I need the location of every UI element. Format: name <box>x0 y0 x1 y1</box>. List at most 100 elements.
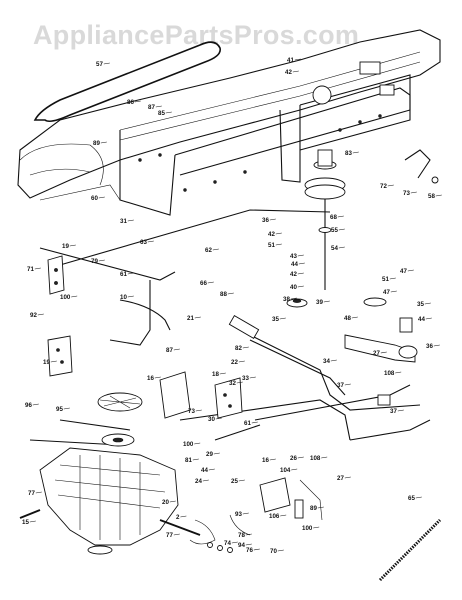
callout-label: 78 <box>238 532 245 539</box>
callout-label: 36 <box>262 217 269 224</box>
callout-leader <box>280 514 287 517</box>
callout-label: 57 <box>96 61 103 68</box>
callout-label: 58 <box>428 193 435 200</box>
callout-leader <box>173 348 180 351</box>
callout-label: 92 <box>30 312 37 319</box>
callout-label: 81 <box>185 457 192 464</box>
callout-label: 66 <box>200 280 207 287</box>
callout-label: 79 <box>91 258 98 265</box>
callout-label: 22 <box>231 359 238 366</box>
callout-label: 100 <box>302 525 313 532</box>
callout-label: 24 <box>195 478 202 485</box>
callout-label: 38 <box>283 296 290 303</box>
callout-leader <box>251 421 258 424</box>
spring <box>378 518 442 582</box>
callout-label: 70 <box>270 548 277 555</box>
callout-label: 44 <box>201 467 208 474</box>
callout-leader <box>127 295 134 298</box>
callout-label: 42 <box>285 69 292 76</box>
callout-label: 87 <box>166 347 173 354</box>
pulley-stack <box>286 149 346 308</box>
callout-leader <box>98 196 105 199</box>
callout-leader <box>32 403 39 406</box>
callout-label: 47 <box>400 268 407 275</box>
callout-label: 27 <box>337 475 344 482</box>
callout-leader <box>275 232 282 235</box>
callout-leader <box>245 543 252 546</box>
callout-label: 61 <box>244 420 251 427</box>
left-bracket <box>47 255 65 295</box>
side-plate <box>47 335 73 377</box>
drive-belt <box>33 41 221 122</box>
callout-label: 37 <box>337 382 344 389</box>
callout-label: 96 <box>25 402 32 409</box>
callout-leader <box>35 491 42 494</box>
callout-leader <box>344 383 351 386</box>
callout-label: 63 <box>140 239 147 246</box>
callout-leader <box>321 456 328 459</box>
callout-leader <box>395 371 402 374</box>
callout-label: 51 <box>268 242 275 249</box>
callout-label: 100 <box>183 441 194 448</box>
callout-label: 83 <box>345 150 352 157</box>
callout-label: 30 <box>208 416 215 423</box>
callout-label: 51 <box>382 276 389 283</box>
callout-leader <box>215 417 222 420</box>
callout-label: 15 <box>22 519 29 526</box>
callout-label: 40 <box>290 284 297 291</box>
callout-label: 19 <box>62 243 69 250</box>
callout-label: 77 <box>166 532 173 539</box>
callout-leader <box>269 458 276 461</box>
callout-leader <box>313 526 320 529</box>
callout-leader <box>291 468 298 471</box>
callout-leader <box>390 290 397 293</box>
callout-label: 34 <box>323 358 330 365</box>
callout-label: 60 <box>91 195 98 202</box>
callout-label: 19 <box>43 359 50 366</box>
right-arm <box>344 297 418 406</box>
callout-leader <box>290 297 297 300</box>
callout-label: 87 <box>148 104 155 111</box>
callout-leader <box>242 346 249 349</box>
callout-leader <box>337 215 344 218</box>
callout-leader <box>294 58 301 61</box>
callout-leader <box>195 409 202 412</box>
small-parts <box>207 477 323 553</box>
callout-label: 35 <box>417 301 424 308</box>
callout-label: 27 <box>373 350 380 357</box>
callout-label: 71 <box>27 266 34 273</box>
callout-leader <box>407 269 414 272</box>
callout-label: 82 <box>235 345 242 352</box>
callout-leader <box>424 302 431 305</box>
callout-leader <box>433 344 440 347</box>
callout-leader <box>389 277 396 280</box>
callout-label: 41 <box>287 57 294 64</box>
callout-label: 93 <box>235 511 242 518</box>
callout-label: 106 <box>269 513 280 520</box>
callout-label: 33 <box>242 375 249 382</box>
callout-leader <box>297 272 304 275</box>
callout-leader <box>242 512 249 515</box>
callout-leader <box>238 360 245 363</box>
callout-leader <box>69 244 76 247</box>
callout-label: 85 <box>158 110 165 117</box>
callout-leader <box>29 520 36 523</box>
callout-leader <box>298 262 305 265</box>
callout-leader <box>238 479 245 482</box>
transaxle <box>19 447 216 555</box>
callout-leader <box>154 376 161 379</box>
callout-leader <box>231 541 238 544</box>
callout-leader <box>397 409 404 412</box>
callout-label: 35 <box>272 316 279 323</box>
callout-label: 16 <box>147 375 154 382</box>
callout-label: 29 <box>206 451 213 458</box>
callout-label: 108 <box>310 455 321 462</box>
callout-leader <box>98 259 105 262</box>
callout-leader <box>410 191 417 194</box>
callout-label: 76 <box>246 547 253 554</box>
callout-leader <box>207 281 214 284</box>
callout-leader <box>249 376 256 379</box>
callout-leader <box>435 194 442 197</box>
